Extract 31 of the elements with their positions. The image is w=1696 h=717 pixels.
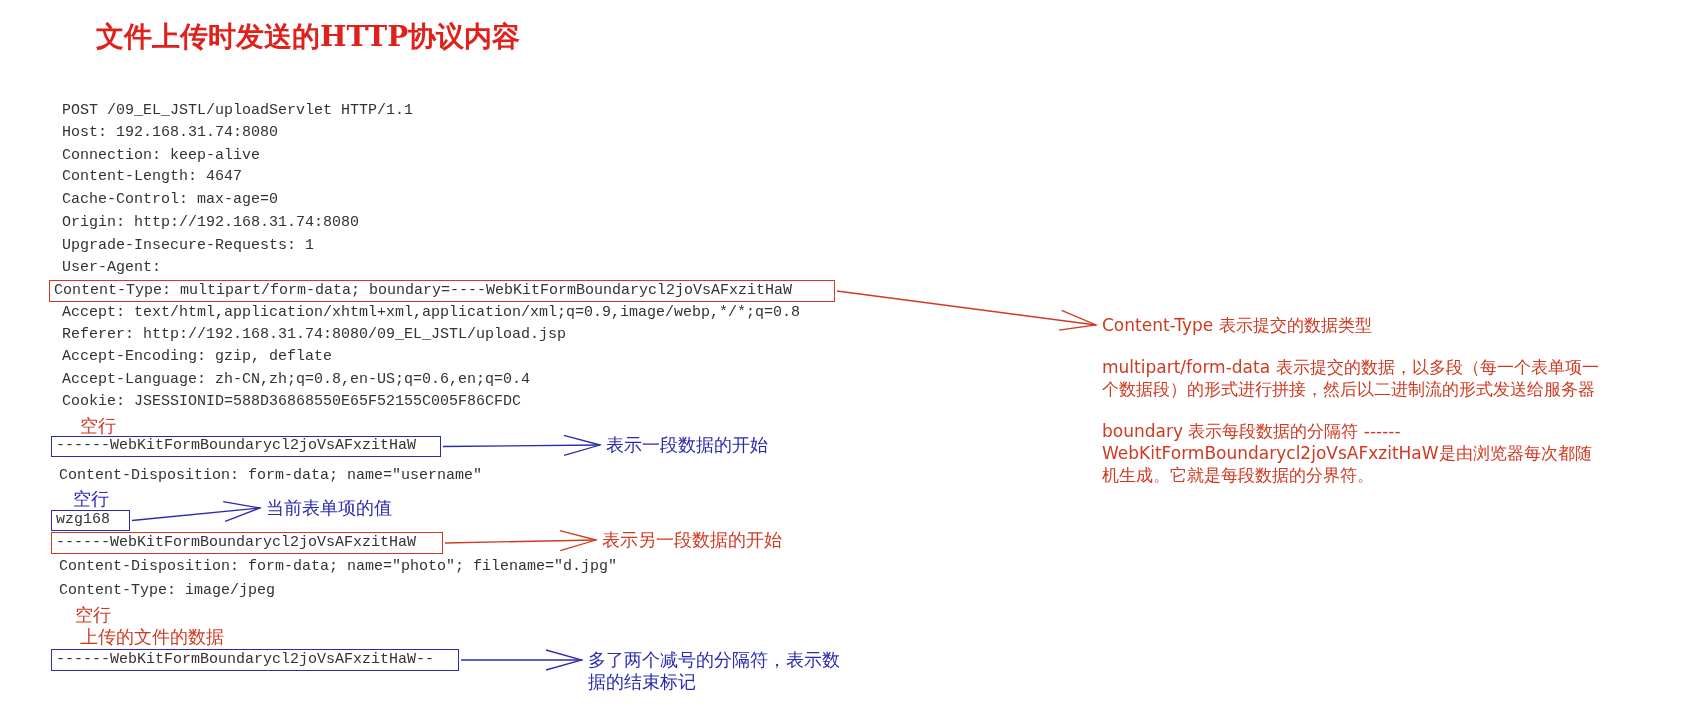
code-line: Content-Length: 4647: [62, 167, 243, 187]
arrow: [131, 500, 261, 523]
code-line: Cache-Control: max-age=0: [62, 190, 279, 210]
arrow: [442, 434, 601, 456]
code-line: Upgrade-Insecure-Requests: 1: [62, 236, 315, 256]
annotation-text: Content-Type 表示提交的数据类型: [1102, 314, 1373, 336]
annotation-text: 当前表单项的值: [266, 497, 392, 519]
annotation-text: 空行: [73, 488, 109, 510]
arrow: [444, 530, 597, 552]
code-line: Accept: text/html,application/xhtml+xml,application/xml;q=0.9,image/webp,*/*;q=0.8: [62, 303, 801, 323]
code-line: Cookie: JSESSIONID=588D36868550E65F52155C005F86CFDC: [62, 392, 522, 412]
code-line: Accept-Language: zh-CN,zh;q=0.8,en-US;q=0.6,en;q=0.4: [62, 370, 531, 390]
code-line: User-Agent:: [62, 258, 162, 278]
annotation-text: 空行: [75, 604, 111, 626]
arrow: [836, 290, 1097, 331]
code-line: Host: 192.168.31.74:8080: [62, 123, 279, 143]
code-line: Content-Disposition: form-data; name="username": [59, 466, 483, 486]
code-line: Accept-Encoding: gzip, deflate: [62, 347, 333, 367]
code-line: POST /09_EL_JSTL/uploadServlet HTTP/1.1: [62, 101, 414, 121]
diagram-title: 文件上传时发送的HTTP协议内容: [96, 19, 521, 55]
annotation-text: multipart/form-data 表示提交的数据，以多段（每一个表单项一个数据段）的形式进行拼接，然后以二进制流的形式发送给服务器: [1102, 356, 1600, 400]
annotation-text: 多了两个减号的分隔符，表示数据的结束标记: [588, 649, 853, 693]
code-line: Origin: http://192.168.31.74:8080: [62, 213, 360, 233]
code-line: Connection: keep-alive: [62, 146, 261, 166]
arrow: [460, 649, 583, 671]
annotation-text: 表示一段数据的开始: [606, 434, 768, 456]
code-line: Content-Type: image/jpeg: [59, 581, 276, 601]
annotation-text: 表示另一段数据的开始: [602, 529, 782, 551]
code-line: Content-Disposition: form-data; name="photo"; filename="d.jpg": [59, 557, 618, 577]
code-line: Referer: http://192.168.31.74:8080/09_EL_JSTL/upload.jsp: [62, 325, 567, 345]
annotation-text: boundary 表示每段数据的分隔符 ------WebKitFormBoundarycl2joVsAFxzitHaW是由浏览器每次都随机生成。它就是每段数据的分界符。: [1102, 420, 1593, 486]
